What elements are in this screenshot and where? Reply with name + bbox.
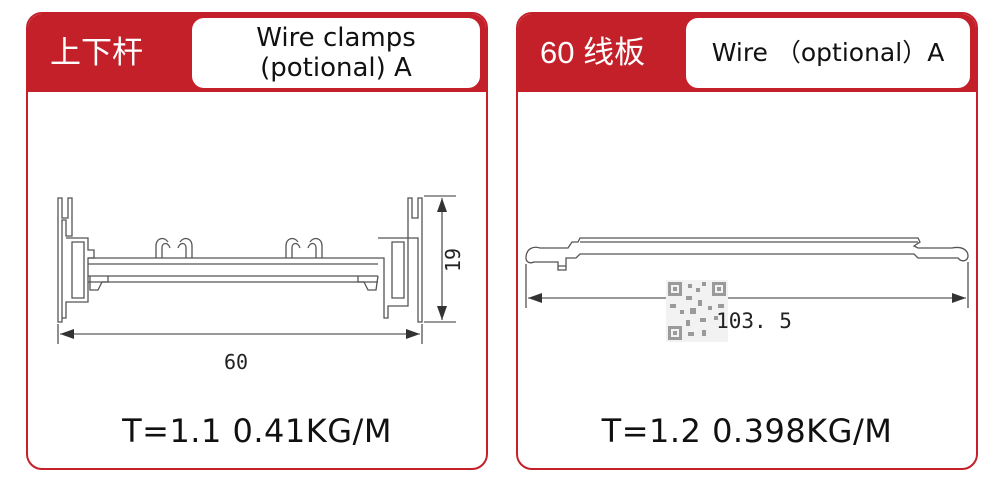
dimension-lines (525, 262, 969, 308)
card-header: 上下杆 Wire clamps (potional) A (28, 14, 486, 92)
product-card-wire-panel: 60 线板 Wire （optional）A (516, 12, 978, 470)
dimension-arrows (528, 293, 966, 303)
dimension-arrows (60, 198, 447, 339)
wire-panel-profile-drawing: 103. 5 (525, 237, 969, 342)
product-tag: Wire clamps (potional) A (192, 18, 480, 88)
wire-panel-outline (525, 237, 969, 271)
qr-code-icon (666, 280, 728, 342)
product-card-clamp-bar: 上下杆 Wire clamps (potional) A (26, 12, 488, 470)
product-tag-text: Wire （optional）A (711, 38, 945, 67)
clamp-bar-profile-drawing: 60 19 (57, 195, 465, 374)
spec-text: T=1.1 0.41KG/M (122, 412, 392, 450)
clamp-bar-outline (57, 197, 423, 323)
dimension-height-label: 19 (441, 248, 465, 272)
product-tag: Wire （optional）A (686, 18, 970, 88)
product-name-cn: 60 线板 (540, 35, 646, 70)
card-header: 60 线板 Wire （optional）A (518, 14, 976, 92)
dimension-lines (57, 195, 456, 344)
dimension-width-label: 60 (224, 350, 248, 374)
product-tag-text: Wire clamps (potional) A (256, 23, 416, 83)
dimension-width-label: 103. 5 (716, 309, 792, 333)
product-name-cn: 上下杆 (50, 35, 143, 70)
spec-text: T=1.2 0.398KG/M (601, 412, 893, 450)
